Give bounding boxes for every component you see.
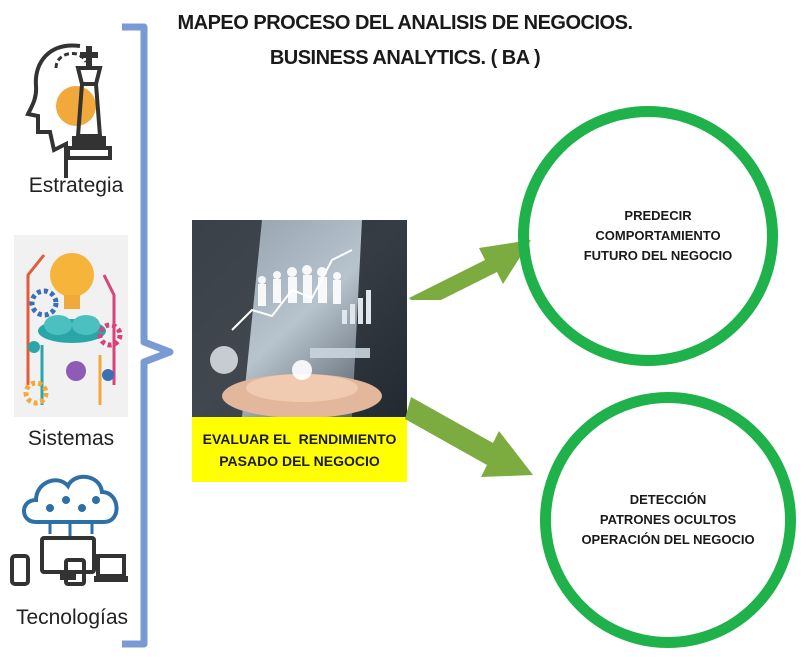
arrow-to-deteccion (405, 397, 533, 477)
business-analytics-hands-photo (192, 220, 407, 417)
label-sistemas: Sistemas (27, 427, 115, 450)
deteccion-line-3: OPERACIÓN DEL NEGOCIO (581, 532, 755, 547)
circle-deteccion-text: DETECCIÓN PATRONES OCULTOS OPERACIÓN DEL… (548, 392, 788, 648)
predecir-line-2: COMPORTAMIENTO (595, 228, 721, 243)
circle-deteccion (540, 392, 796, 648)
deteccion-line-2: PATRONES OCULTOS (599, 512, 737, 527)
predecir-line-3: FUTURO DEL NEGOCIO (583, 248, 733, 263)
strategy-head-chess-icon (20, 28, 130, 178)
label-estrategia: Estrategia (28, 174, 124, 197)
predecir-line-1: PREDECIR (624, 208, 692, 223)
caption-evaluar-rendimiento: EVALUAR EL RENDIMIENTO PASADO DEL NEGOCI… (192, 417, 407, 482)
caption-line-1: EVALUAR EL RENDIMIENTO (202, 430, 397, 447)
label-tecnologias: Tecnologías (15, 606, 129, 629)
cloud-devices-icon (10, 460, 134, 588)
grouping-bracket (122, 23, 174, 648)
circle-predecir (518, 106, 778, 366)
title-line-1: MAPEO PROCESO DEL ANALISIS DE NEGOCIOS. (177, 12, 633, 34)
caption-line-2: PASADO DEL NEGOCIO (219, 452, 380, 469)
circle-predecir-text: PREDECIR COMPORTAMIENTO FUTURO DEL NEGOC… (538, 106, 778, 366)
title-line-2: BUSINESS ANALYTICS. ( BA ) (269, 47, 541, 69)
lightbulb-gears-icon (14, 235, 128, 417)
deteccion-line-1: DETECCIÓN (629, 492, 707, 507)
arrow-to-predecir (409, 240, 531, 300)
